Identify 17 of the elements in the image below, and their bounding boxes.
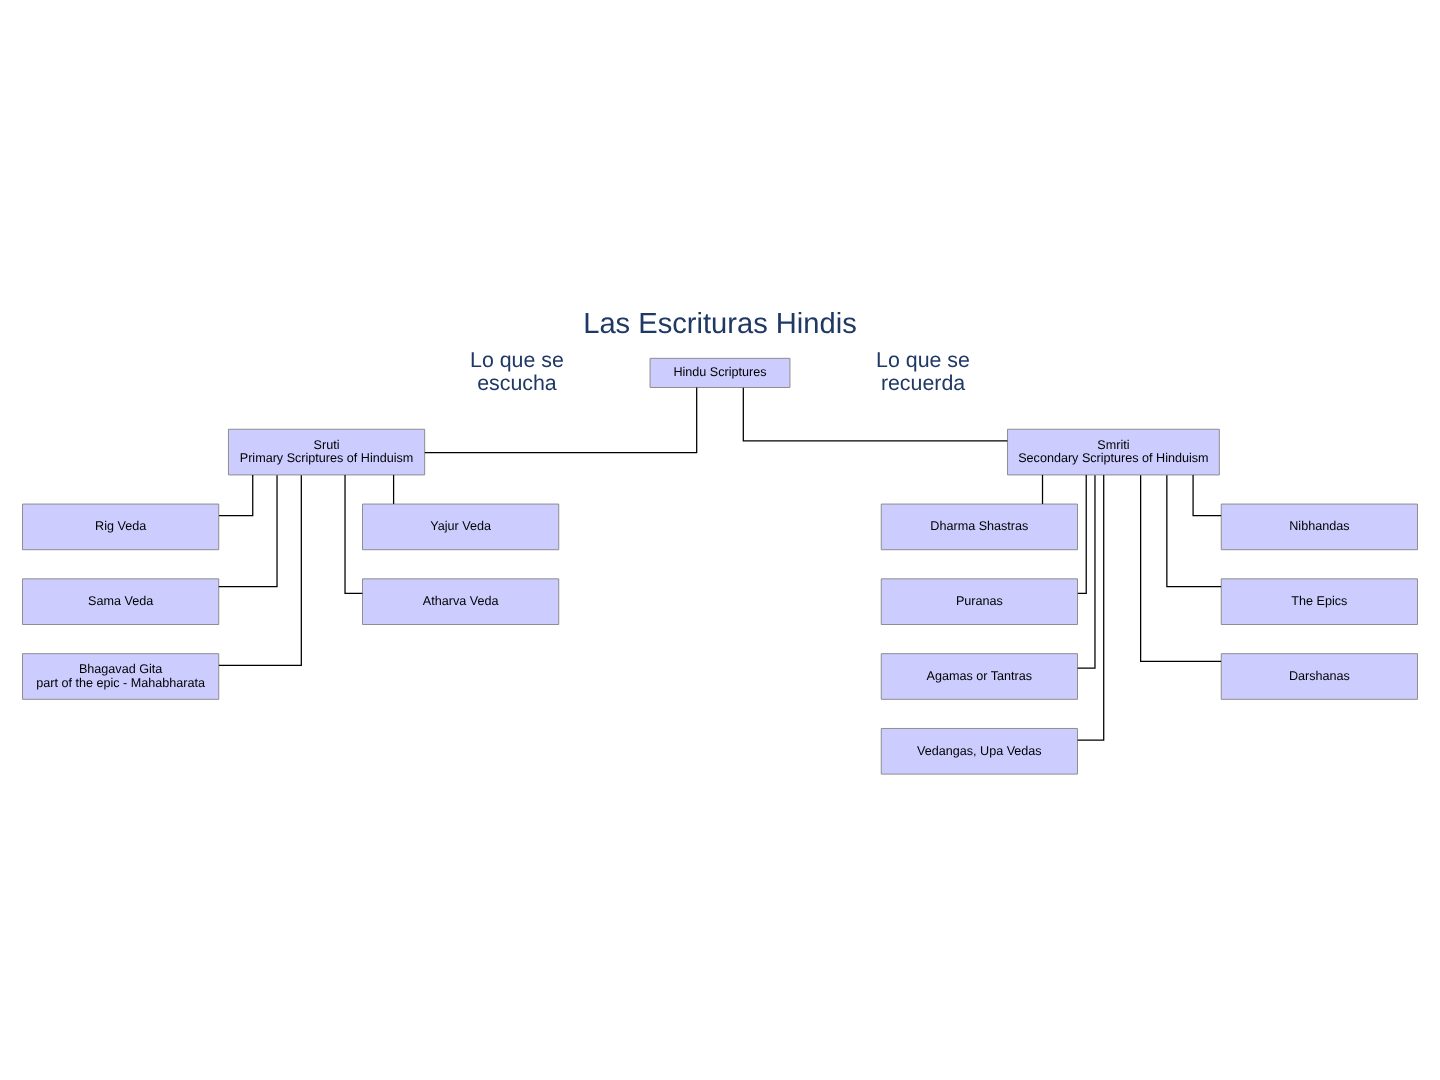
connector bbox=[1077, 474, 1105, 741]
connector bbox=[1166, 474, 1222, 588]
connector bbox=[1077, 474, 1087, 595]
connector bbox=[742, 387, 1008, 442]
label: Lo que se recuerda bbox=[876, 348, 970, 397]
connector bbox=[392, 474, 395, 505]
connector bbox=[1077, 474, 1096, 669]
connector bbox=[1140, 474, 1222, 663]
connector bbox=[218, 474, 278, 588]
connector bbox=[424, 386, 698, 454]
connector bbox=[218, 474, 302, 666]
diagram-title: Las Escrituras Hindis bbox=[583, 309, 857, 342]
connector bbox=[1041, 474, 1044, 505]
label: Lo que se escucha bbox=[470, 348, 564, 397]
connector bbox=[218, 474, 254, 517]
connector bbox=[344, 474, 363, 595]
connector bbox=[1192, 474, 1222, 517]
